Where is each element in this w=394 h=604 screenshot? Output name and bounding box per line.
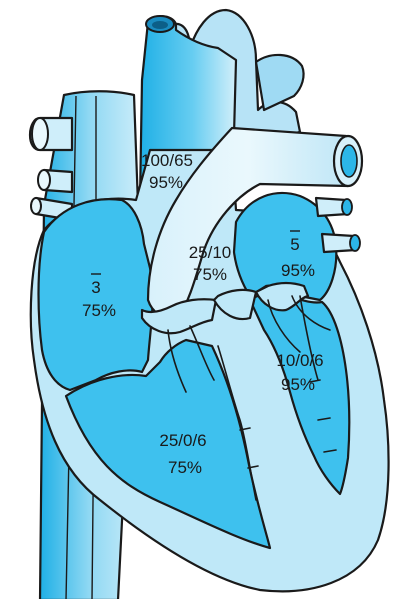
left-atrium-pressure: 5 xyxy=(290,235,299,254)
pulmonary-branch-right xyxy=(256,55,304,110)
right-ventricle-pressure: 25/0/6 xyxy=(159,431,206,450)
aorta-opening-inner xyxy=(152,21,168,29)
pulmonary-artery-lumen xyxy=(341,145,357,177)
left-ventricle-pressure: 10/0/6 xyxy=(276,351,323,370)
aorta-saturation: 95% xyxy=(149,173,183,192)
left-atrium-saturation: 95% xyxy=(281,261,315,280)
aorta-pressure: 100/65 xyxy=(141,151,193,170)
pulmonary-vein-lower-opening xyxy=(31,198,41,214)
right-ventricle-saturation: 75% xyxy=(168,458,202,477)
pulmonary-vein-mid-opening xyxy=(38,170,50,190)
pulmonary-artery-saturation: 75% xyxy=(193,265,227,284)
left-ventricle-saturation: 95% xyxy=(281,375,315,394)
pulmonary-artery-pressure: 25/10 xyxy=(189,243,232,262)
pulmonary-vein-right-lower-opening xyxy=(350,235,360,251)
right-atrium-pressure: 3 xyxy=(91,278,100,297)
pulmonary-vein-right-upper-opening xyxy=(342,199,352,215)
right-atrium-saturation: 75% xyxy=(82,301,116,320)
pulmonary-vein-upper-opening xyxy=(32,118,48,150)
